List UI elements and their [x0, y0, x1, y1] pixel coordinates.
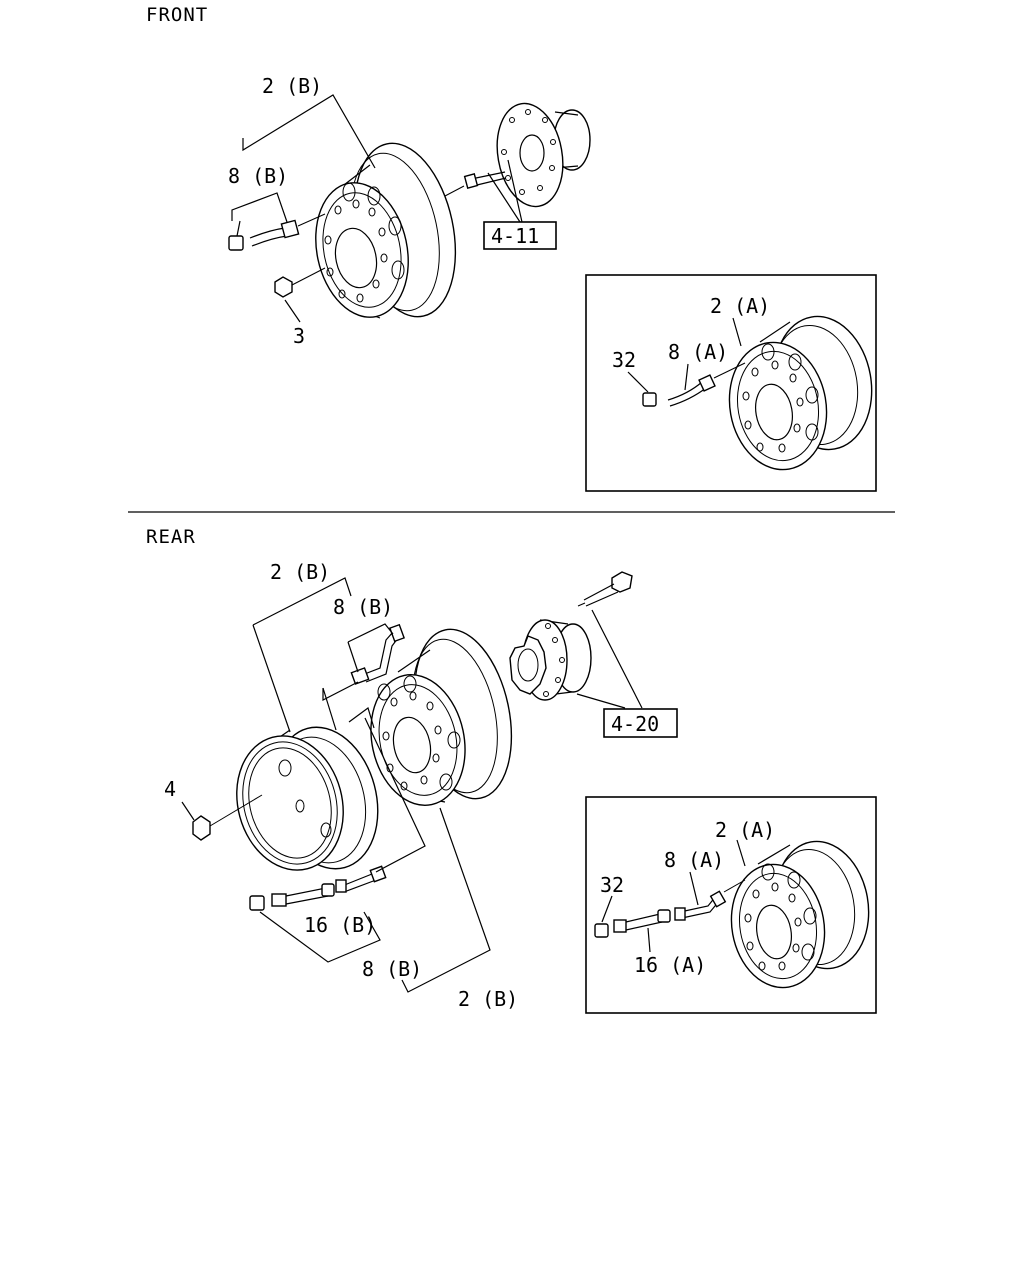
rear-valve-cap — [249, 895, 265, 911]
rear-leader-lines — [181, 577, 643, 993]
rear-wheel-nut — [192, 794, 263, 841]
rear-label-extension-b: 16 (B) — [304, 913, 376, 937]
front-leader-lines — [231, 94, 523, 323]
front-ref-label: 4-11 — [491, 224, 539, 248]
front-valve-stem — [249, 213, 326, 247]
rear-valve-stem-bottom — [335, 865, 387, 893]
front-ref-box — [483, 221, 557, 250]
front-wheel — [315, 142, 457, 319]
rear-label-wheel-b-bottom: 2 (B) — [458, 987, 518, 1011]
rear-label-nut: 4 — [164, 777, 176, 801]
front-inset-label-valve-a: 8 (A) — [668, 340, 728, 364]
front-inset-label-cap: 32 — [612, 348, 636, 372]
front-hub — [496, 102, 591, 208]
rear-hub-bolt — [577, 571, 633, 607]
front-valve-cap — [228, 235, 244, 251]
front-hub-bolt — [444, 171, 507, 197]
rear-outer-wheel — [236, 726, 379, 871]
rear-inset — [585, 796, 877, 1014]
front-wheel-nut — [274, 267, 326, 298]
rear-label-valve-b-bottom: 8 (B) — [362, 957, 422, 981]
rear-ref-label: 4-20 — [611, 712, 659, 736]
front-label-nut: 3 — [293, 324, 305, 348]
front-inset — [585, 274, 877, 492]
rear-ref-box — [603, 708, 678, 738]
rear-inset-label-extension-a: 16 (A) — [634, 953, 706, 977]
rear-inset-label-cap: 32 — [600, 873, 624, 897]
front-label-valve-b: 8 (B) — [228, 164, 288, 188]
rear-label-wheel-b-top: 2 (B) — [270, 560, 330, 584]
rear-inset-label-wheel-a: 2 (A) — [715, 818, 775, 842]
rear-label-valve-b-top: 8 (B) — [333, 595, 393, 619]
rear-inner-wheel — [370, 628, 513, 806]
front-inset-label-wheel-a: 2 (A) — [710, 294, 770, 318]
rear-valve-extension — [271, 883, 335, 907]
front-section-title: FRONT — [146, 4, 208, 26]
rear-inset-label-valve-a: 8 (A) — [664, 848, 724, 872]
front-label-wheel-b: 2 (B) — [262, 74, 322, 98]
rear-hub — [509, 619, 592, 701]
rear-valve-stem-top — [350, 623, 405, 685]
rear-section-title: REAR — [146, 526, 196, 548]
